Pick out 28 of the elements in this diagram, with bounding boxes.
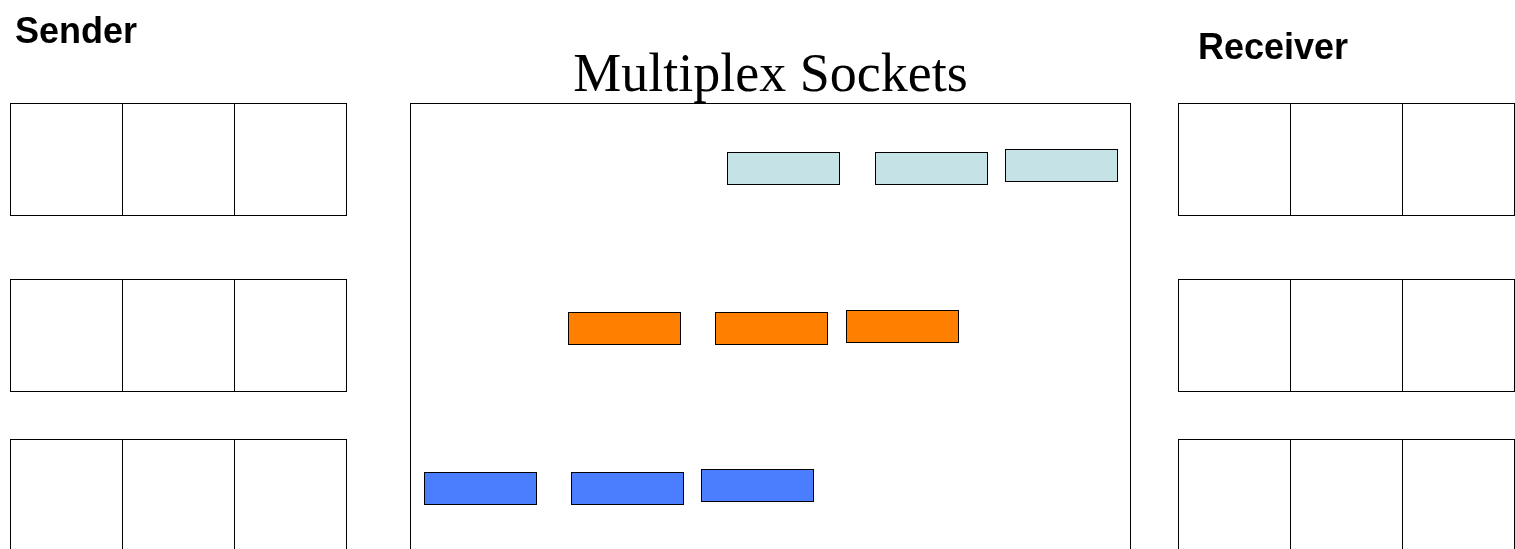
buffer-cell xyxy=(1290,103,1403,216)
buffer-cell xyxy=(1178,279,1291,392)
side-heading: Sender xyxy=(15,10,138,52)
buffer-cell xyxy=(1402,103,1515,216)
packet-bar xyxy=(424,472,537,505)
buffer-cell xyxy=(1178,103,1291,216)
packet-bar xyxy=(568,312,681,345)
buffer-cell xyxy=(234,279,347,392)
buffer-cell xyxy=(122,279,235,392)
buffer-cell xyxy=(1402,439,1515,549)
packet-bar xyxy=(715,312,828,345)
buffer-cell xyxy=(1178,439,1291,549)
packet-bar xyxy=(875,152,988,185)
panel-heading: Multiplex Sockets xyxy=(573,42,968,104)
packet-bar xyxy=(727,152,840,185)
buffer-cell xyxy=(10,103,123,216)
buffer-cell xyxy=(10,439,123,549)
buffer-cell xyxy=(10,279,123,392)
side-heading: Receiver xyxy=(1198,26,1349,68)
buffer-cell xyxy=(1290,279,1403,392)
buffer-cell xyxy=(1402,279,1515,392)
packet-bar xyxy=(1005,149,1118,182)
buffer-cell xyxy=(122,103,235,216)
buffer-cell xyxy=(234,439,347,549)
packet-bar xyxy=(846,310,959,343)
buffer-cell xyxy=(234,103,347,216)
packet-bar xyxy=(571,472,684,505)
packet-bar xyxy=(701,469,814,502)
